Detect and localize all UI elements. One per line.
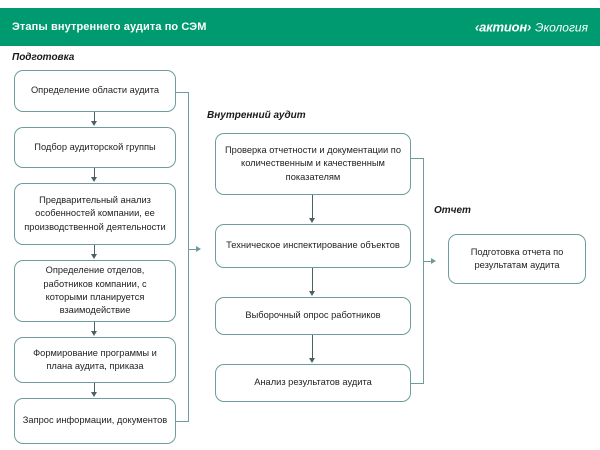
node-prep-6[interactable]: Запрос информации, документов [14, 398, 176, 444]
bracket2-out-stub [423, 261, 432, 262]
node-prep-3[interactable]: Предварительный анализ особенностей комп… [14, 183, 176, 245]
bracket1-spine [188, 92, 189, 422]
bracket1-out-stub [188, 249, 197, 250]
brand-mark: ‹актион› [474, 19, 532, 35]
node-prep-1-label: Определение области аудита [30, 85, 160, 96]
arrow-prep-5-to-6-line [94, 383, 95, 394]
arrow-audit-1-to-2-line [312, 195, 313, 220]
bracket2-spine [423, 158, 424, 384]
arrow-prep-1-to-2-head [91, 121, 97, 126]
bracket2-top-stub [411, 158, 423, 159]
node-report-1-label: Подготовка отчета по результатам аудита [470, 246, 564, 270]
arrow-prep-4-to-5-head [91, 331, 97, 336]
node-audit-3[interactable]: Выборочный опрос работников [215, 297, 411, 335]
node-prep-5[interactable]: Формирование программы и плана аудита, п… [14, 337, 176, 383]
node-prep-1[interactable]: Определение области аудита [14, 70, 176, 112]
node-prep-2-label: Подбор аудиторской группы [34, 141, 156, 152]
arrow-prep-3-to-4-line [94, 245, 95, 256]
arrow-audit-3-to-4-head [309, 358, 315, 363]
arrow-audit-1-to-2-head [309, 218, 315, 223]
node-audit-4[interactable]: Анализ результатов аудита [215, 364, 411, 402]
arrow-prep-1-to-2-line [94, 112, 95, 123]
bracket1-bottom-stub [176, 421, 188, 422]
bracket1-top-stub [176, 92, 188, 93]
arrow-prep-5-to-6-head [91, 392, 97, 397]
node-audit-1-label: Проверка отчетности и документации по ко… [224, 144, 401, 182]
node-prep-3-label: Предварительный анализ особенностей комп… [24, 194, 166, 232]
arrow-prep-2-to-3-head [91, 177, 97, 182]
arrow-audit-2-to-3-head [309, 291, 315, 296]
node-prep-4-label: Определение отделов, работников компании… [43, 265, 147, 316]
node-audit-1[interactable]: Проверка отчетности и документации по ко… [215, 133, 411, 195]
page-title: Этапы внутреннего аудита по СЭМ [12, 21, 207, 33]
arrow-prep-4-to-5-line [94, 322, 95, 333]
arrow-prep-3-to-4-head [91, 254, 97, 259]
node-prep-5-label: Формирование программы и плана аудита, п… [33, 347, 157, 371]
brand-logo: ‹актион› Экология [475, 20, 588, 35]
arrow-audit-3-to-4-line [312, 335, 313, 360]
section-label-internal-audit: Внутренний аудит [207, 110, 306, 121]
node-prep-6-label: Запрос информации, документов [22, 415, 168, 426]
node-prep-2[interactable]: Подбор аудиторской группы [14, 127, 176, 168]
node-report-1[interactable]: Подготовка отчета по результатам аудита [448, 234, 586, 284]
node-audit-2[interactable]: Техническое инспектирование объектов [215, 224, 411, 268]
header-bar: Этапы внутреннего аудита по СЭМ ‹актион›… [0, 8, 600, 46]
section-label-preparation: Подготовка [12, 52, 75, 63]
node-audit-2-label: Техническое инспектирование объектов [226, 240, 400, 251]
node-audit-4-label: Анализ результатов аудита [254, 377, 372, 388]
bracket2-arrowhead [431, 258, 436, 264]
node-prep-4[interactable]: Определение отделов, работников компании… [14, 260, 176, 322]
node-audit-3-label: Выборочный опрос работников [245, 310, 381, 321]
arrow-prep-2-to-3-line [94, 168, 95, 179]
section-label-report: Отчет [434, 205, 471, 216]
bracket2-bottom-stub [411, 383, 423, 384]
arrow-audit-2-to-3-line [312, 268, 313, 293]
brand-word: Экология [535, 20, 588, 35]
bracket1-arrowhead [196, 246, 201, 252]
